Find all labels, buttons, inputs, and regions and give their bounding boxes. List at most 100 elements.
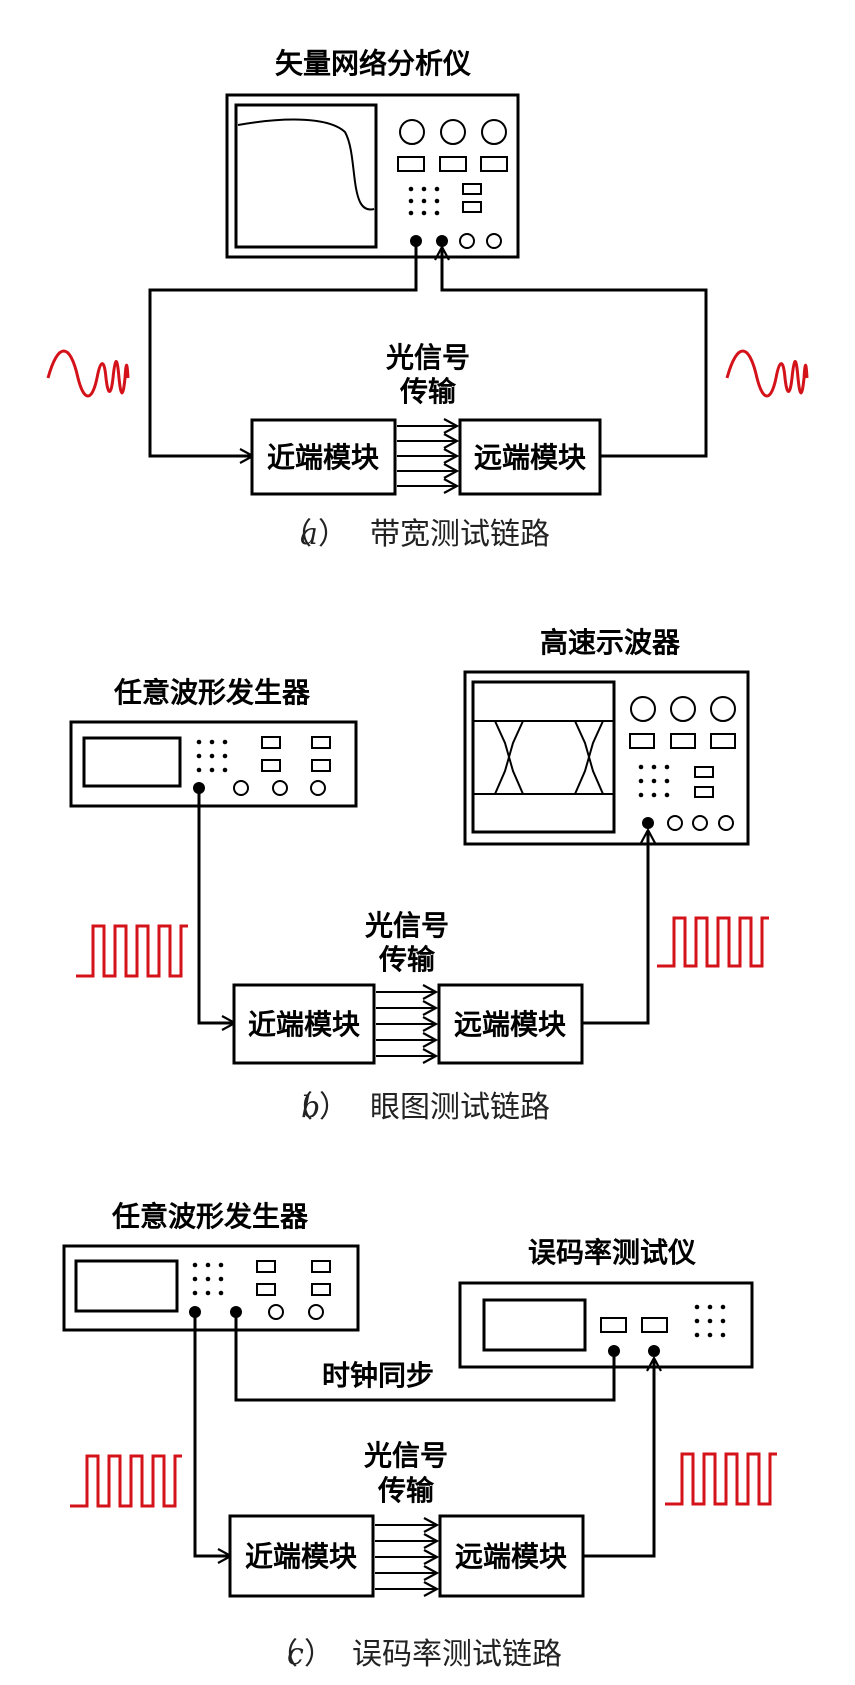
vna-out-line xyxy=(148,241,418,456)
optical-arrows-a xyxy=(397,426,456,486)
square-waveform-icon xyxy=(76,924,188,978)
ber-instrument xyxy=(458,1281,754,1369)
button-icon xyxy=(462,183,482,195)
optical-label-line2: 传输 xyxy=(399,375,457,408)
awg-out-line xyxy=(197,788,234,1023)
keypad-icon xyxy=(196,739,228,773)
vna-in-line xyxy=(442,248,708,458)
awg-screen xyxy=(82,736,182,788)
optical-label-line2: 传输 xyxy=(377,1474,435,1507)
keypad-icon xyxy=(638,764,670,798)
far-module-label: 远端模块 xyxy=(455,1540,567,1573)
svg-text:）: ） xyxy=(319,1090,349,1125)
keypad-icon xyxy=(408,186,440,216)
near-module-c xyxy=(228,1514,375,1598)
knob-icon xyxy=(630,696,656,722)
optical-label-line1: 光信号 xyxy=(385,341,470,374)
port-icon xyxy=(268,1304,284,1320)
vna-trace xyxy=(237,118,375,211)
square-waveform-icon xyxy=(665,1452,777,1506)
button-icon xyxy=(600,1317,627,1333)
ber-screen xyxy=(482,1298,587,1352)
port-icon xyxy=(718,815,734,831)
near-module-a xyxy=(250,418,397,496)
svg-text:眼图测试链路: 眼图测试链路 xyxy=(370,1090,550,1125)
scope-in-line xyxy=(582,831,648,1025)
vna-screen xyxy=(234,103,378,249)
button-icon xyxy=(462,201,482,213)
ber-in-line xyxy=(583,1359,654,1558)
scope-title: 高速示波器 xyxy=(540,626,681,659)
near-module-label: 近端模块 xyxy=(248,1008,360,1041)
caption-a: （ a ） 带宽测试链路 xyxy=(282,517,550,552)
port-icon xyxy=(486,233,502,249)
near-module-b xyxy=(232,983,376,1065)
scope-screen xyxy=(471,680,616,834)
port-icon xyxy=(667,815,683,831)
button-icon xyxy=(311,759,331,772)
clock-sync-line xyxy=(234,1312,616,1402)
button-icon xyxy=(694,766,714,778)
sine-waveform-icon xyxy=(725,349,809,398)
optical-label-line1: 光信号 xyxy=(363,1439,448,1472)
awg-instrument xyxy=(62,1244,360,1332)
button-icon xyxy=(694,786,714,798)
port-icon xyxy=(272,780,288,796)
far-module-label: 远端模块 xyxy=(474,441,586,474)
vna-title: 矢量网络分析仪 xyxy=(275,47,472,80)
port-icon xyxy=(642,817,654,829)
button-icon xyxy=(397,156,425,172)
button-icon xyxy=(670,733,696,749)
svg-text:（: （ xyxy=(283,1090,313,1125)
button-icon xyxy=(710,733,736,749)
knob-icon xyxy=(710,696,736,722)
svg-text:）: ） xyxy=(318,517,348,552)
button-icon xyxy=(261,736,281,749)
port-icon xyxy=(233,780,249,796)
port-icon xyxy=(459,233,475,249)
svg-text:（: （ xyxy=(282,517,312,552)
panel-c-ber: 任意波形发生器 误码率测试仪 xyxy=(62,1200,777,1672)
optical-label-line2: 传输 xyxy=(378,943,436,976)
svg-text:带宽测试链路: 带宽测试链路 xyxy=(370,517,550,552)
optical-arrows-c xyxy=(375,1525,436,1589)
near-module-label: 近端模块 xyxy=(267,441,379,474)
port-icon xyxy=(692,815,708,831)
far-module-b xyxy=(437,983,584,1065)
sine-waveform-icon xyxy=(46,349,130,398)
button-icon xyxy=(641,1317,668,1333)
vna-instrument xyxy=(225,93,520,259)
keypad-icon xyxy=(694,1304,726,1338)
svg-text:）: ） xyxy=(304,1637,334,1672)
awg-screen xyxy=(74,1259,179,1313)
svg-text:a: a xyxy=(300,517,318,552)
far-module-a xyxy=(458,418,602,496)
awg-out-line xyxy=(193,1312,230,1556)
button-icon xyxy=(261,759,281,772)
square-waveform-icon xyxy=(657,916,769,968)
optical-arrows-b xyxy=(376,992,435,1056)
svg-text:c: c xyxy=(287,1637,304,1672)
knob-icon xyxy=(481,119,507,145)
knob-icon xyxy=(440,119,466,145)
caption-b: （ b ） 眼图测试链路 xyxy=(283,1090,550,1125)
clock-sync-label: 时钟同步 xyxy=(322,1359,434,1392)
near-module-label: 近端模块 xyxy=(245,1540,357,1573)
svg-text:b: b xyxy=(301,1090,320,1125)
port-icon xyxy=(648,1345,660,1357)
awg-title: 任意波形发生器 xyxy=(113,676,311,709)
button-icon xyxy=(311,1283,331,1296)
keypad-icon xyxy=(192,1262,224,1296)
scope-instrument xyxy=(463,670,750,846)
port-icon xyxy=(436,235,448,247)
far-module-label: 远端模块 xyxy=(454,1008,566,1041)
awg-title: 任意波形发生器 xyxy=(111,1200,309,1233)
far-module-c xyxy=(438,1514,585,1598)
knob-icon xyxy=(670,696,696,722)
panel-b-eye: 任意波形发生器 高速示波器 xyxy=(69,626,769,1125)
button-icon xyxy=(311,736,331,749)
caption-c: （ c ） 误码率测试链路 xyxy=(268,1637,562,1672)
knob-icon xyxy=(399,119,425,145)
eye-diagram xyxy=(473,720,614,795)
